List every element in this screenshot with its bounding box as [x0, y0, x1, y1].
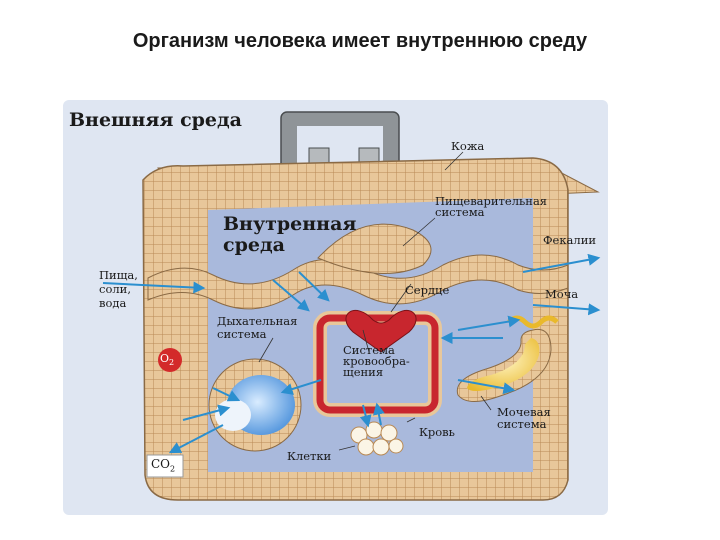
- feces-label: Фекалии: [543, 233, 597, 247]
- o2-label: O2: [160, 352, 175, 368]
- circulatory-system-label: Система кровообра- щения: [343, 343, 410, 379]
- slide-title: Организм человека имеет внутреннюю среду: [132, 30, 588, 52]
- digestive-organ: [317, 223, 432, 274]
- o2-badge: [158, 348, 182, 372]
- external-environment-label: Внешняя среда: [69, 109, 242, 131]
- digestive-tube: [147, 254, 569, 310]
- urinary-system-label: Мочевая система: [497, 405, 551, 431]
- internal-environment-diagram: Внешняя среда Внутренная среда Кожа Пище…: [63, 100, 608, 515]
- heart: [345, 309, 417, 353]
- diagram-graphics: [63, 100, 608, 515]
- co2-box: [146, 454, 184, 478]
- skin-label: Кожа: [451, 139, 485, 153]
- cells-cluster: [350, 421, 404, 456]
- urine-label: Моча: [545, 287, 579, 301]
- food-salts-water-label: Пища, соли, вода: [99, 268, 138, 310]
- cells-label: Клетки: [287, 449, 332, 463]
- respiratory-system-label: Дыхательная система: [217, 314, 298, 341]
- digestive-system-label: Пищеварительная система: [435, 194, 548, 219]
- label-pointers: [258, 151, 492, 451]
- blood-label: Кровь: [419, 425, 455, 439]
- lungs: [208, 358, 302, 452]
- exchange-arrows: [102, 253, 601, 454]
- case-handle: [280, 111, 400, 173]
- co2-label: CO2: [151, 457, 176, 474]
- heart-label: Сердце: [405, 283, 450, 297]
- internal-environment-label: Внутренная среда: [223, 213, 357, 256]
